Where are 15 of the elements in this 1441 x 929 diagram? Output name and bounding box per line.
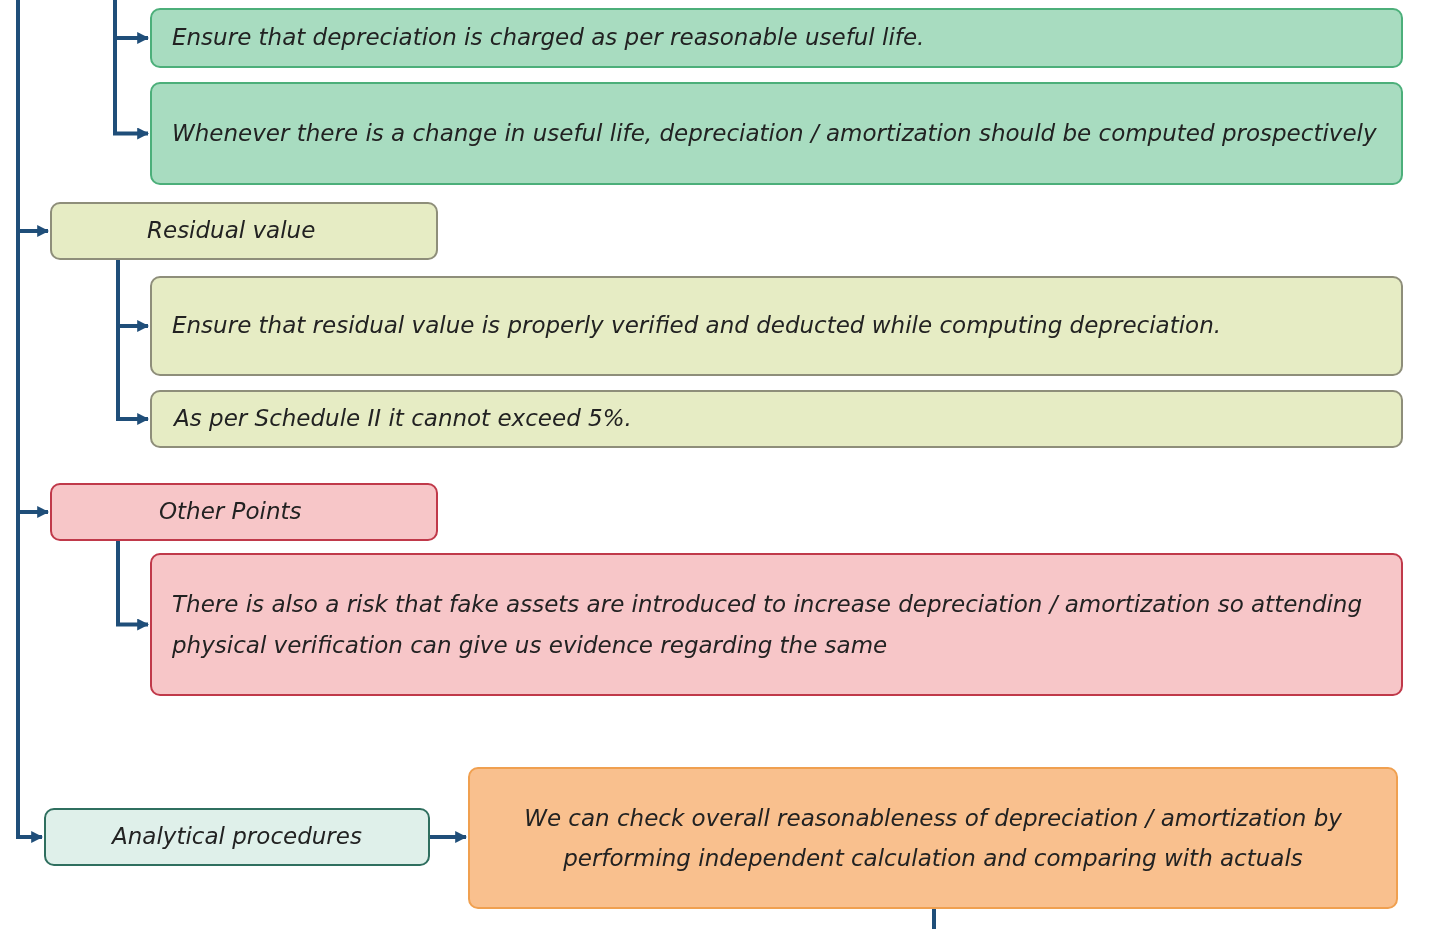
- arrow: [113, 0, 150, 140]
- text-box: Other Points: [50, 483, 438, 541]
- text-box: Ensure that depreciation is charged as per reasonable useful life.: [150, 8, 1403, 68]
- text-box: Ensure that residual value is properly verified and deducted while computing depreciation.: [150, 276, 1403, 376]
- arrow: [116, 260, 150, 425]
- arrow: [430, 831, 468, 843]
- text-box: There is also a risk that fake assets are introduced to increase depreciation / amortization so attending physical verification can give us evidence regarding the same: [150, 553, 1403, 696]
- text-box: We can check overall reasonableness of depreciation / amortization by performing independent calculation and comparing with actuals: [468, 767, 1398, 909]
- text-box: As per Schedule II it cannot exceed 5%.: [150, 390, 1403, 448]
- text-box: Residual value: [50, 202, 438, 260]
- text-box: Whenever there is a change in useful life, depreciation / amortization should be computed prospectively: [150, 82, 1403, 185]
- text-box: Analytical procedures: [44, 808, 430, 866]
- arrow: [116, 541, 150, 631]
- arrow: [16, 0, 44, 843]
- connector-line: [932, 909, 936, 929]
